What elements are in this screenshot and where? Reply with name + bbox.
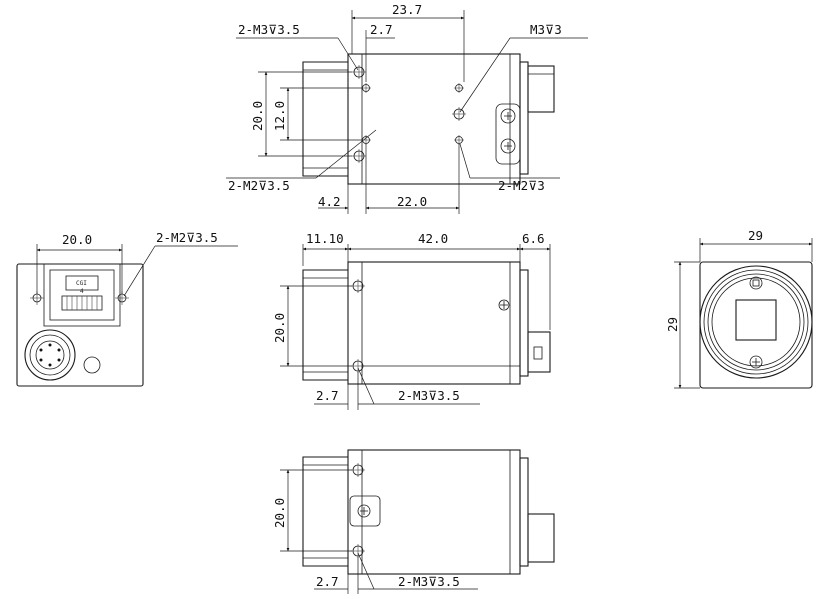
dim-42-0: 42.0 <box>418 231 448 246</box>
dim-2-7-top: 2.7 <box>370 22 393 37</box>
dim-11-10: 11.10 <box>306 231 344 246</box>
dim-12-0-top: 12.0 <box>272 101 287 131</box>
dim-2-7-side: 2.7 <box>316 388 339 403</box>
dim-29-height: 29 <box>665 317 680 332</box>
dim-29-width: 29 <box>748 228 763 243</box>
label-2m3-side: 2-M3⊽3.5 <box>398 388 460 403</box>
label-2m3-top: 2-M3⊽3.5 <box>238 22 300 37</box>
front-view: 29 29 <box>665 228 813 389</box>
dim-20-0-back: 20.0 <box>62 232 92 247</box>
dim-20-0-top: 20.0 <box>250 101 265 131</box>
bottom-view: 20.0 2.7 2-M3⊽3.5 <box>272 449 555 594</box>
led-label: CGI <box>76 280 87 287</box>
dim-6-6: 6.6 <box>522 231 545 246</box>
power-connector <box>24 329 76 381</box>
dim-20-0-bottom: 20.0 <box>272 498 287 528</box>
label-m3: M3⊽3 <box>530 22 562 37</box>
label-2m2-back: 2-M2⊽3.5 <box>156 230 218 245</box>
back-view: CGI 4 20.0 2-M2⊽3.5 <box>16 230 238 387</box>
dim-23-7: 23.7 <box>392 2 422 17</box>
top-hole <box>352 65 466 163</box>
front-screws <box>749 276 763 369</box>
dim-4-2: 4.2 <box>318 194 341 209</box>
label-2m3-bottom: 2-M3⊽3.5 <box>398 574 460 589</box>
status-led <box>83 356 101 374</box>
label-2m2-3-top: 2-M2⊽3 <box>498 178 545 193</box>
led-sub: 4 <box>80 288 84 295</box>
top-view: 23.7 2.7 2-M3⊽3.5 M3⊽3 20.0 12.0 2-M2⊽3.… <box>226 2 588 214</box>
side-view: 11.10 42.0 6.6 20.0 2.7 2-M3⊽3.5 <box>272 231 551 410</box>
dim-2-7-bottom: 2.7 <box>316 574 339 589</box>
label-2m2-3-5-top: 2-M2⊽3.5 <box>228 178 290 193</box>
dim-22-0: 22.0 <box>397 194 427 209</box>
rj45-pins <box>61 295 103 311</box>
dim-20-0-side: 20.0 <box>272 313 287 343</box>
